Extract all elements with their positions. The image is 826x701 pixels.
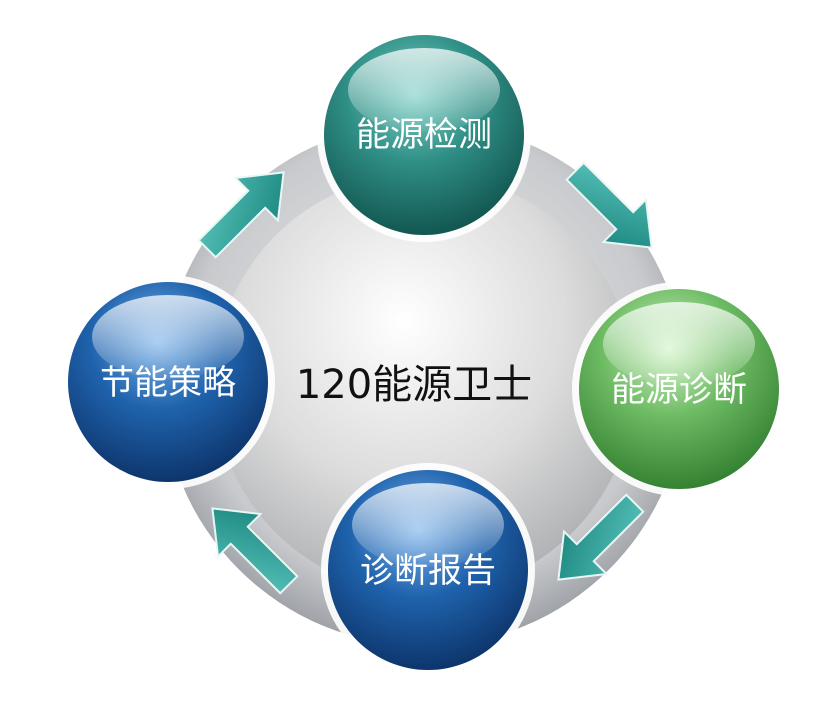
flow-arrow-diagnose-to-report (557, 493, 645, 581)
inner-disc (214, 174, 634, 594)
flow-arrow-detect-to-diagnose (565, 161, 653, 249)
node-energy-saving-strategy: 节能策略 (61, 275, 275, 489)
node-energy-diagnosis: 能源诊断 (572, 282, 786, 496)
node-label-strategy: 节能策略 (100, 363, 236, 403)
node-label-report: 诊断报告 (360, 551, 496, 591)
center-title: 120能源卫士 (296, 362, 532, 408)
node-diagnosis-report: 诊断报告 (321, 463, 535, 677)
node-label-diagnose: 能源诊断 (611, 370, 747, 410)
flow-arrow-report-to-strategy (211, 507, 299, 595)
flow-arrow-strategy-to-detect (197, 171, 285, 259)
node-label-detect: 能源检测 (356, 115, 492, 155)
node-energy-detection: 能源检测 (317, 28, 531, 242)
